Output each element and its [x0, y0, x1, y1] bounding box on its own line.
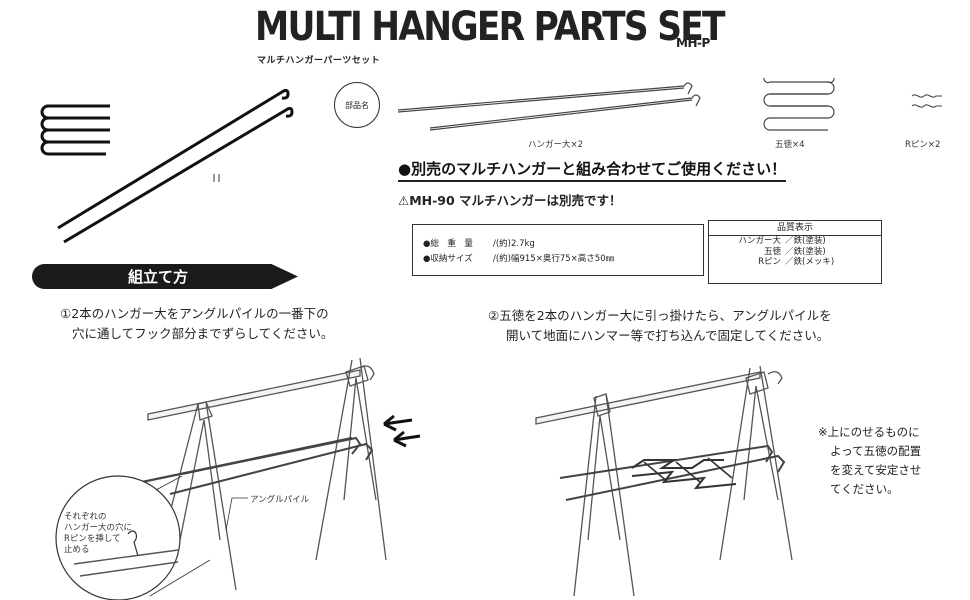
quality-part-name: 五徳: [763, 246, 781, 257]
step2-text-line2: 開いて地面にハンマー等で打ち込んで固定してください。: [506, 328, 830, 343]
model-number: MH-P: [676, 36, 710, 50]
r-pin-callout: それぞれの ハンガー大の穴に Rピンを挿して 止める: [64, 512, 132, 556]
page-title: MULTI HANGER PARTS SET: [255, 4, 726, 50]
quality-part-name: Rピン: [758, 257, 781, 267]
spec-value: /(約)2.7kg: [493, 239, 535, 249]
mh90-sold-separately-warning: ⚠MH-90 マルチハンガーは別売です！: [398, 193, 622, 208]
hanger-rod-caption: ハンガー大×2: [528, 140, 584, 150]
step1-illustration: [55, 357, 421, 600]
note-line: よって五徳の配置: [830, 444, 922, 458]
note-line: を変えて安定させ: [830, 463, 922, 477]
quality-material: ／鉄(塗装): [785, 246, 826, 257]
quality-row: Rピン ／鉄(メッキ): [709, 257, 881, 268]
r-pin-small-illustration: [213, 174, 220, 182]
hanger-rod-bundle-illustration: [57, 88, 294, 244]
step1-text-line1: ①2本のハンガー大をアングルパイルの一番下の: [60, 306, 329, 321]
spec-label: ●総 重 量: [423, 239, 473, 249]
trivet-parts-illustration: [763, 77, 835, 131]
spec-value: /(約)幅915×奥行75×高さ50㎜: [493, 254, 615, 264]
quality-material: ／鉄(塗装): [785, 236, 826, 246]
quality-row: ハンガー大 ／鉄(塗装): [709, 236, 881, 247]
step2-illustration: [535, 365, 793, 597]
hanger-rod-parts-illustration: [397, 82, 701, 131]
r-pin-parts-illustration: [911, 94, 942, 108]
quality-heading: 品質表示: [709, 221, 881, 236]
spec-label: ●収納サイズ: [423, 254, 473, 264]
callout-line: それぞれの: [64, 512, 107, 522]
page-subtitle: マルチハンガーパーツセット: [257, 56, 381, 66]
parts-name-badge: 部品名: [334, 82, 380, 128]
step1-text-line2: 穴に通してフック部分までずらしてください。: [72, 326, 334, 341]
spec-row-storage-size: ●収納サイズ /(約)幅915×奥行75×高さ50㎜: [423, 252, 614, 264]
assembly-heading: 組立て方: [32, 264, 298, 289]
trivet-bundle-illustration: [40, 104, 110, 156]
r-pin-caption: Rピン×2: [905, 140, 941, 150]
quality-part-name: ハンガー大: [738, 236, 781, 246]
note-line: てください。: [830, 482, 899, 496]
spec-box: ●総 重 量 /(約)2.7kg ●収納サイズ /(約)幅915×奥行75×高さ…: [412, 224, 704, 276]
step2-text-line1: ②五徳を2本のハンガー大に引っ掛けたら、アングルパイルを: [488, 308, 832, 323]
quality-material: ／鉄(メッキ): [785, 257, 835, 267]
trivet-caption: 五徳×4: [775, 140, 805, 150]
quality-row: 五徳 ／鉄(塗装): [709, 247, 881, 258]
quality-label-box: 品質表示 ハンガー大 ／鉄(塗装) 五徳 ／鉄(塗装) Rピン ／鉄(メッキ): [708, 220, 882, 284]
callout-line: ハンガー大の穴に: [64, 523, 133, 533]
sold-separately-notice: ●別売のマルチハンガーと組み合わせてご使用ください！: [398, 158, 787, 182]
callout-line: 止める: [64, 545, 90, 555]
spec-row-weight: ●総 重 量 /(約)2.7kg: [423, 237, 535, 249]
angle-pile-label: アングルパイル: [250, 495, 310, 505]
stability-note: ※上にのせるものに よって五徳の配置 を変えて安定させ てください。: [818, 423, 921, 499]
note-line: ※上にのせるものに: [818, 425, 920, 439]
assembly-heading-text: 組立て方: [128, 268, 189, 286]
callout-line: Rピンを挿して: [64, 534, 121, 544]
